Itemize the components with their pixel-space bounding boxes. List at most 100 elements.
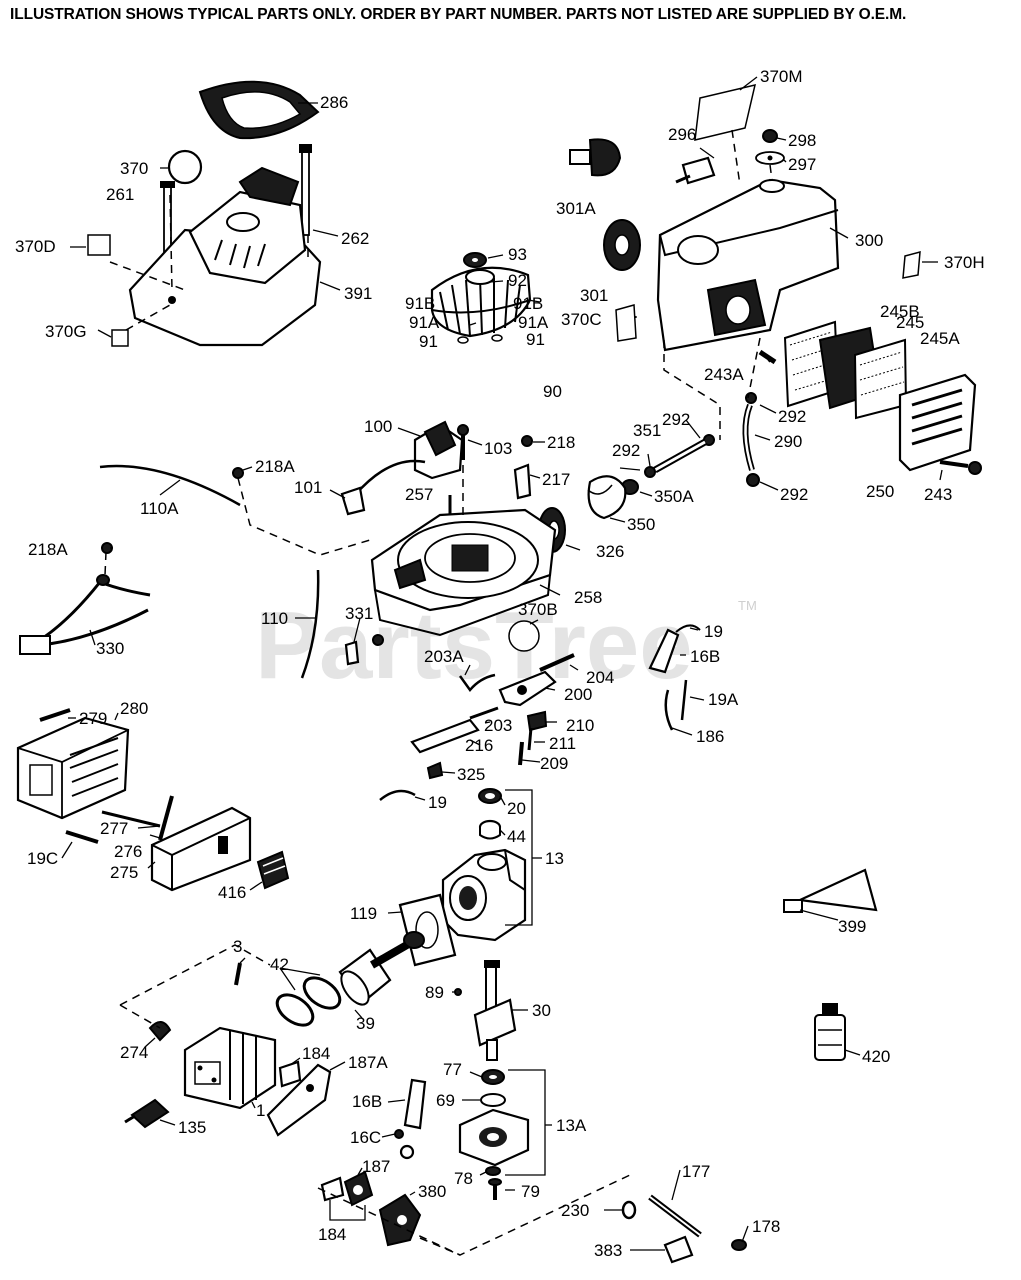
spring-19-upper-shape — [675, 624, 701, 633]
leader-lines — [61, 76, 943, 1251]
screen-416-shape — [256, 850, 290, 890]
part-label: 203 — [484, 716, 512, 735]
part-label: 245B — [880, 302, 920, 321]
part-label: 286 — [320, 93, 348, 112]
part-label: 258 — [574, 588, 602, 607]
part-label: 370C — [561, 310, 602, 329]
part-label: 13 — [545, 849, 564, 868]
washer-230-shape — [621, 1200, 637, 1220]
part-label: 279 — [79, 709, 107, 728]
part-label: 325 — [457, 765, 485, 784]
part-label: 200 — [564, 685, 592, 704]
tank-300-shape — [656, 178, 840, 352]
bearing-77-shape — [481, 1069, 505, 1085]
watermark-text: PartsTree — [255, 592, 693, 699]
part-label: 178 — [752, 1217, 780, 1236]
nut-178-shape — [731, 1239, 747, 1251]
part-label: 292 — [778, 407, 806, 426]
part-label: 69 — [436, 1091, 455, 1110]
bracket-217-shape — [513, 463, 532, 500]
screw-218A-upper-shape — [232, 467, 244, 479]
watermark-trademark: TM — [738, 598, 757, 613]
screw-79-shape — [488, 1178, 502, 1200]
part-label: 301A — [556, 199, 596, 218]
part-label: 19A — [708, 690, 739, 709]
part-label: 292 — [662, 410, 690, 429]
cover-250-shape — [898, 373, 977, 472]
rod-262-shape — [299, 144, 312, 236]
part-label: 243 — [924, 485, 952, 504]
part-label: 210 — [566, 716, 594, 735]
part-label: 177 — [682, 1162, 710, 1181]
part-label: 274 — [120, 1043, 148, 1062]
screw-16C-shape — [394, 1129, 404, 1139]
part-label: 20 — [507, 799, 526, 818]
ring-42-a-shape — [275, 993, 315, 1027]
pin-211-shape — [527, 727, 533, 751]
header-note: ILLUSTRATION SHOWS TYPICAL PARTS ONLY. O… — [10, 6, 907, 23]
flywheel-90-shape — [430, 266, 532, 338]
part-label: 103 — [484, 439, 512, 458]
part-label: 92 — [508, 271, 527, 290]
part-label: 380 — [418, 1182, 446, 1201]
part-label: 1 — [256, 1101, 265, 1120]
part-label: 119 — [350, 904, 377, 923]
part-label: 91A — [518, 313, 549, 332]
watermark: PartsTree TM — [255, 592, 757, 699]
part-label: 277 — [100, 819, 128, 838]
decal-370H-shape — [902, 250, 921, 279]
screw-204-shape — [539, 653, 575, 672]
part-label: 391 — [344, 284, 372, 303]
grease-tube-399-shape — [783, 868, 878, 913]
decal-370C-shape — [615, 304, 637, 342]
module-100-shape — [413, 420, 464, 480]
block-210-shape — [526, 710, 548, 732]
part-label: 275 — [110, 863, 138, 882]
part-label: 135 — [178, 1118, 206, 1137]
bearing-44-shape — [478, 819, 502, 840]
oring-69-shape — [480, 1093, 506, 1107]
lever-216-shape — [410, 718, 480, 754]
gear-301-shape — [603, 219, 641, 271]
cap-298-shape — [762, 129, 778, 143]
part-label: 370M — [760, 67, 803, 86]
cable-110A-shape — [99, 464, 241, 507]
valve-296-shape — [675, 156, 716, 185]
part-label: 211 — [549, 734, 576, 753]
part-label: 110 — [261, 609, 288, 628]
screw-243A-shape — [758, 349, 777, 365]
clip-274-shape — [148, 1021, 172, 1042]
part-label: 187A — [348, 1053, 388, 1072]
part-label: 91 — [419, 332, 438, 351]
cover-13A-shape — [458, 1108, 530, 1167]
part-label: 370G — [45, 322, 87, 341]
decal-370G-shape — [111, 329, 129, 347]
ball-370-shape — [167, 149, 203, 185]
part-label: 245 — [896, 313, 924, 332]
clip-383-shape — [663, 1235, 694, 1264]
screw-218-shape — [521, 435, 533, 447]
part-label: 110A — [140, 499, 179, 518]
piston-39-shape — [338, 931, 425, 1006]
part-label: 187 — [362, 1157, 390, 1176]
part-label: 184 — [318, 1225, 346, 1244]
gasket-184-lower-shape — [320, 1176, 345, 1202]
clip-331-shape — [344, 640, 360, 666]
spacer-187-shape — [343, 1170, 374, 1207]
part-label: 93 — [508, 245, 527, 264]
part-label: 292 — [612, 441, 640, 460]
cable-110-shape — [300, 569, 320, 679]
part-label: 261 — [106, 185, 134, 204]
lever-16B-lower-shape — [403, 1078, 427, 1130]
carburetor-380-shape — [378, 1193, 422, 1247]
part-label: 370H — [944, 253, 985, 272]
part-label: 218A — [255, 457, 295, 476]
part-label: 350A — [654, 487, 694, 506]
part-label: 298 — [788, 131, 816, 150]
oil-bottle-420-shape — [814, 1003, 846, 1061]
clamp-292-b-shape — [746, 473, 760, 487]
housing-258-shape — [370, 508, 557, 637]
part-label: 230 — [561, 1201, 589, 1220]
link-19A-shape — [680, 679, 688, 721]
part-label: 330 — [96, 639, 124, 658]
